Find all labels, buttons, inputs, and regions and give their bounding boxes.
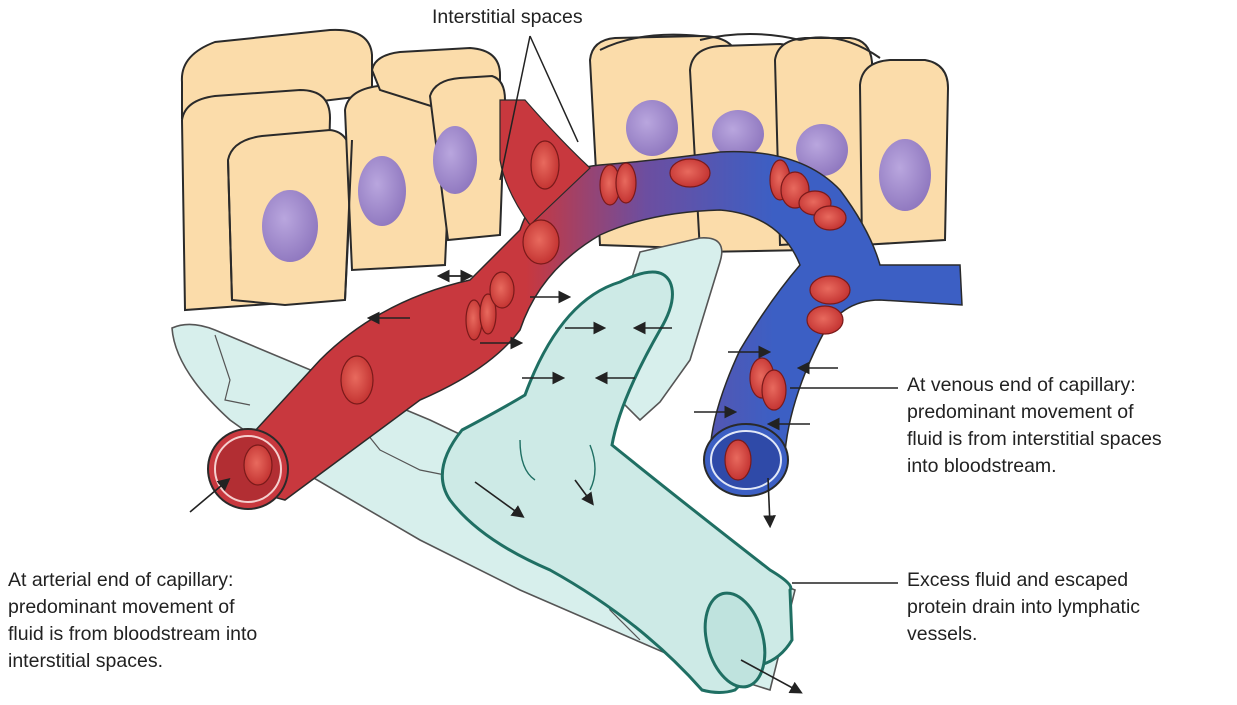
nucleus (262, 190, 318, 262)
label-line: vessels. (907, 621, 1140, 648)
label-line: interstitial spaces. (8, 648, 257, 675)
label-interstitial-spaces: Interstitial spaces (432, 4, 583, 31)
label-arterial-end: At arterial end of capillary: predominan… (8, 567, 257, 675)
label-venous-end: At venous end of capillary: predominant … (907, 372, 1162, 480)
nucleus (358, 156, 406, 226)
nucleus (433, 126, 477, 194)
nucleus (879, 139, 931, 211)
label-line: predominant movement of (8, 594, 257, 621)
label-line: At venous end of capillary: (907, 372, 1162, 399)
label-line: fluid is from interstitial spaces (907, 426, 1162, 453)
label-lymphatic-drain: Excess fluid and escaped protein drain i… (907, 567, 1140, 648)
label-line: Excess fluid and escaped (907, 567, 1140, 594)
label-line: fluid is from bloodstream into (8, 621, 257, 648)
nucleus (712, 110, 764, 158)
label-line: into bloodstream. (907, 453, 1162, 480)
label-line: predominant movement of (907, 399, 1162, 426)
label-line: protein drain into lymphatic (907, 594, 1140, 621)
nucleus (626, 100, 678, 156)
label-line: At arterial end of capillary: (8, 567, 257, 594)
